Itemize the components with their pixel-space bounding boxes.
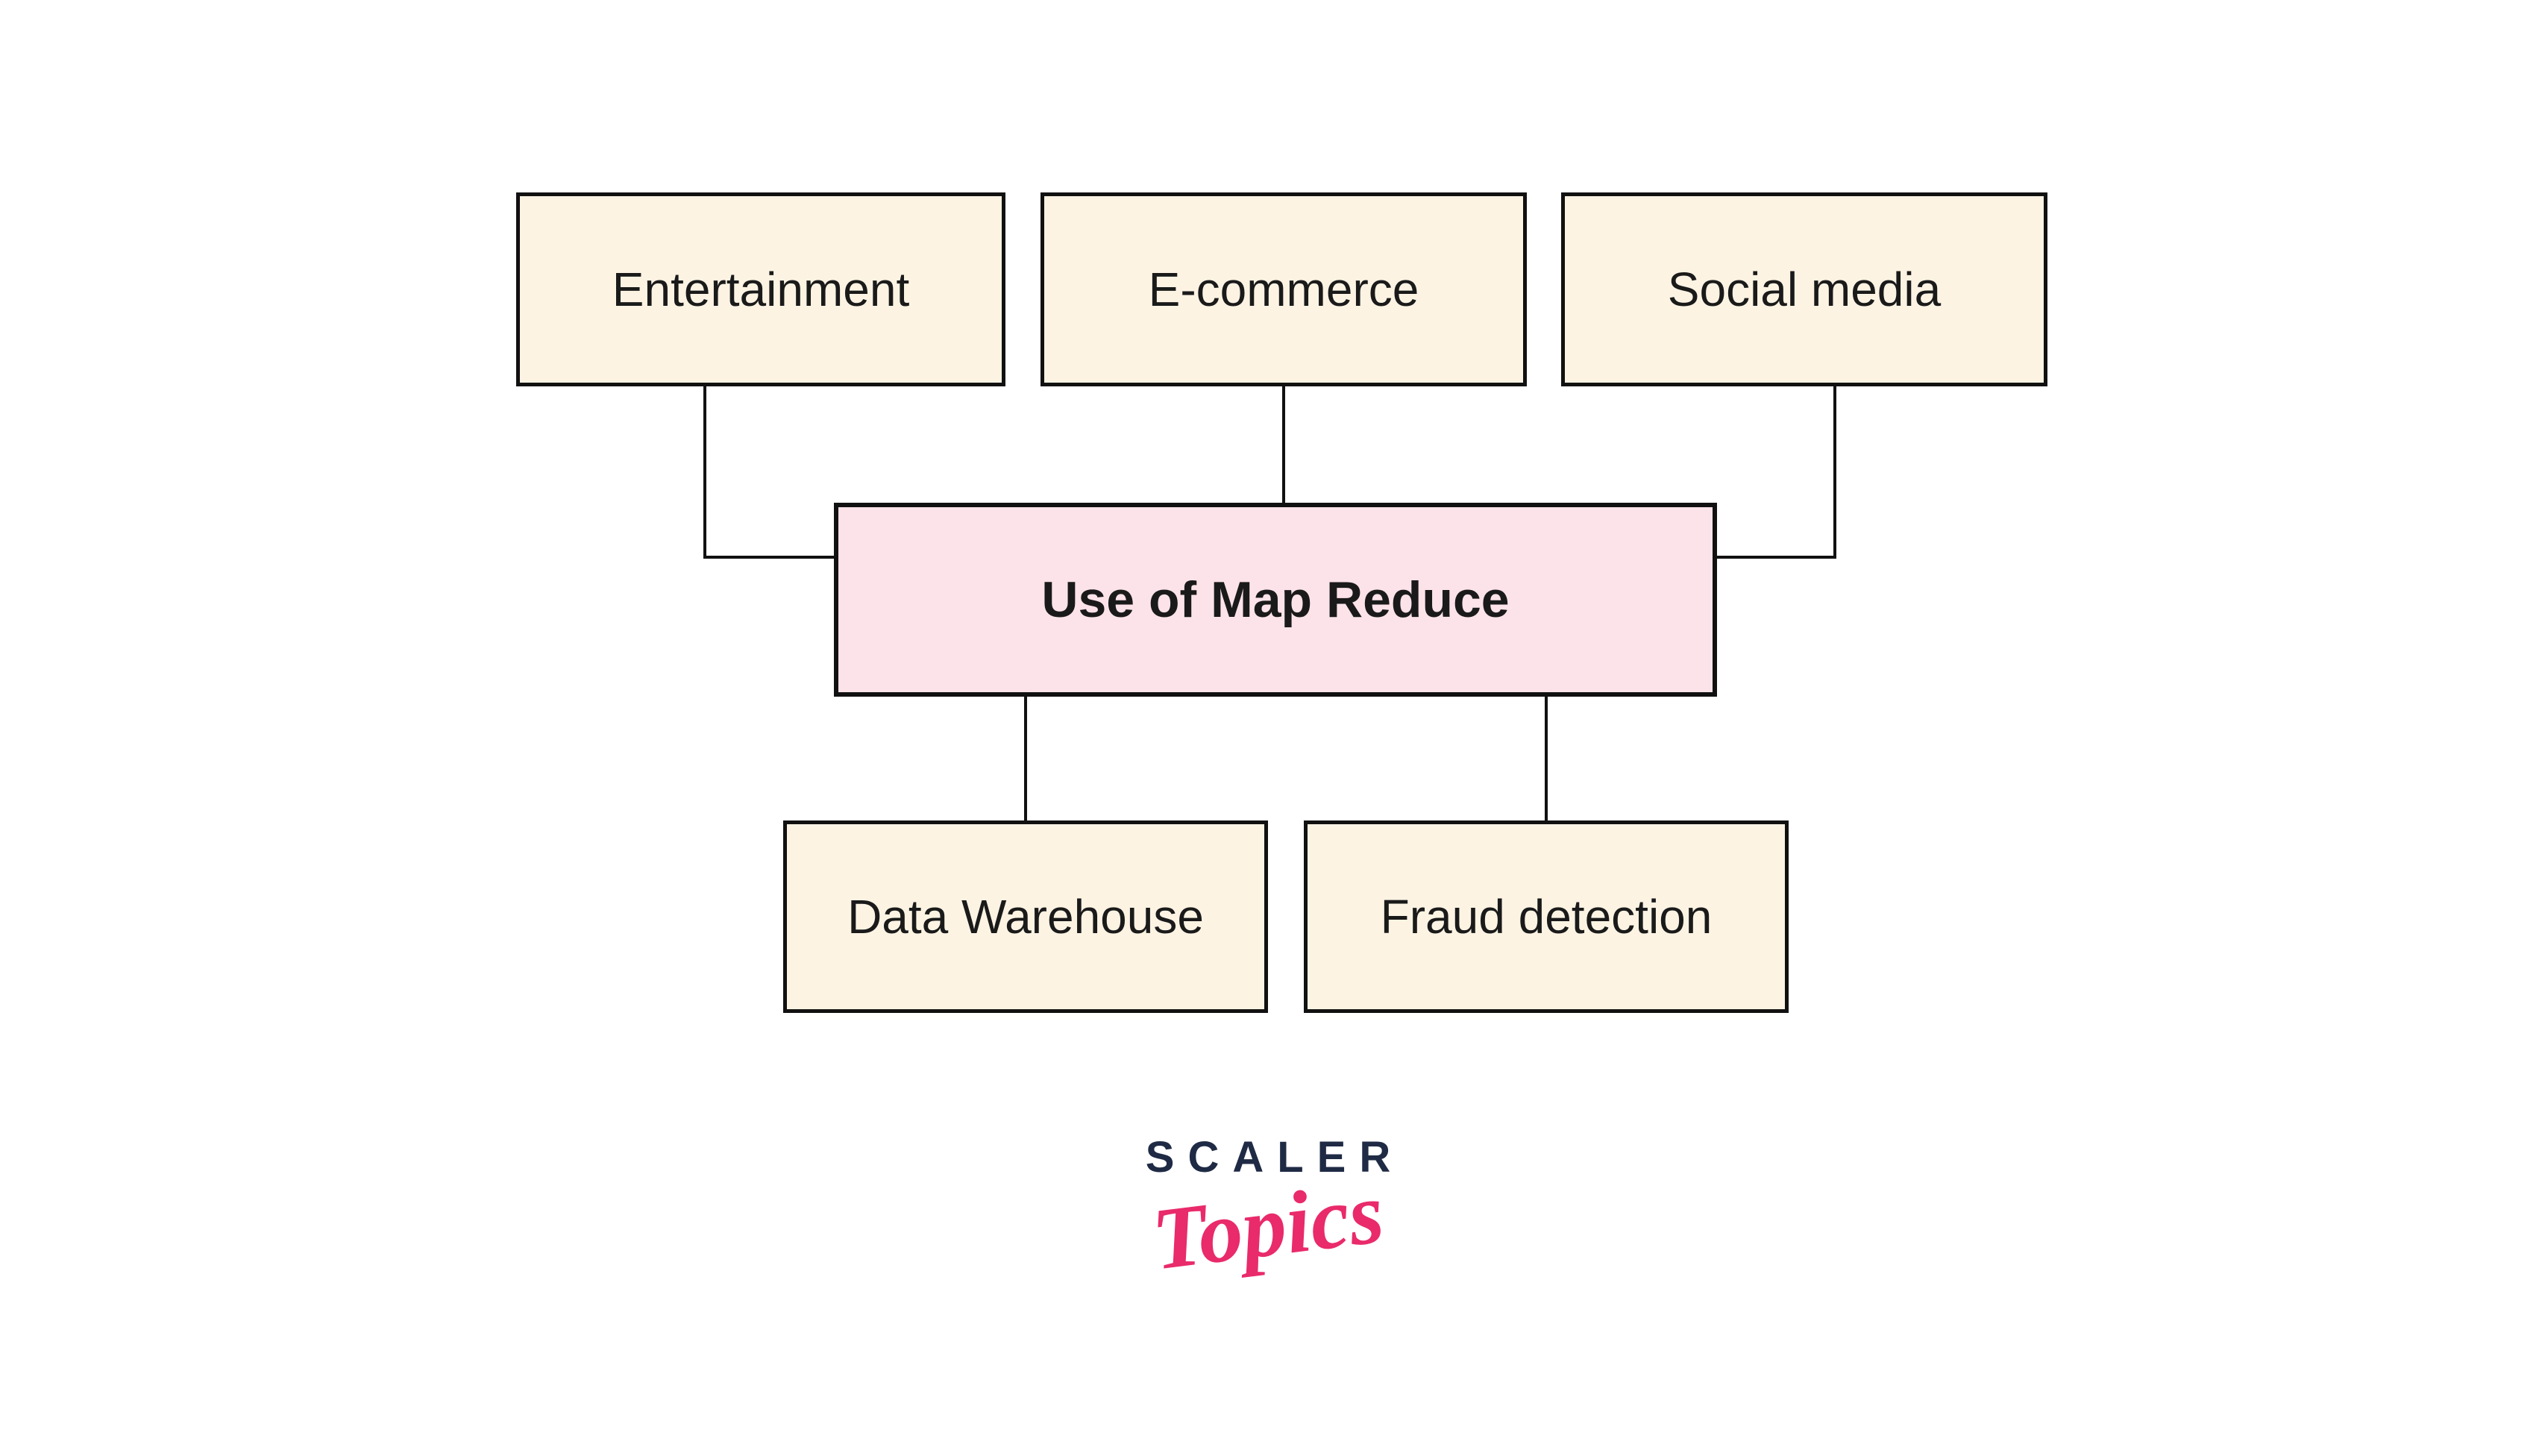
node-fraud-detection: Fraud detection <box>1304 820 1789 1013</box>
node-entertainment: Entertainment <box>516 192 1005 386</box>
node-social-media: Social media <box>1561 192 2047 386</box>
node-fraud-detection-label: Fraud detection <box>1380 889 1713 944</box>
edge-entertainment-vertical <box>703 386 706 559</box>
edge-data-warehouse-vertical <box>1024 695 1027 822</box>
edge-fraud-detection-vertical <box>1545 695 1548 822</box>
edge-social-media-vertical <box>1833 386 1836 559</box>
edge-entertainment-horizontal <box>703 556 835 559</box>
node-e-commerce: E-commerce <box>1041 192 1527 386</box>
node-use-of-map-reduce-label: Use of Map Reduce <box>1041 571 1510 628</box>
logo-scaler-wordmark: SCALER <box>1145 1133 1404 1182</box>
scaler-topics-logo: SCALER Topics <box>1044 1132 1492 1288</box>
edge-social-media-horizontal <box>1717 556 1836 559</box>
node-data-warehouse: Data Warehouse <box>783 820 1268 1013</box>
edge-e-commerce-vertical <box>1282 386 1285 504</box>
node-data-warehouse-label: Data Warehouse <box>847 889 1204 944</box>
node-entertainment-label: Entertainment <box>612 262 910 316</box>
node-social-media-label: Social media <box>1667 262 1942 316</box>
node-use-of-map-reduce: Use of Map Reduce <box>834 503 1717 697</box>
node-e-commerce-label: E-commerce <box>1148 262 1419 316</box>
